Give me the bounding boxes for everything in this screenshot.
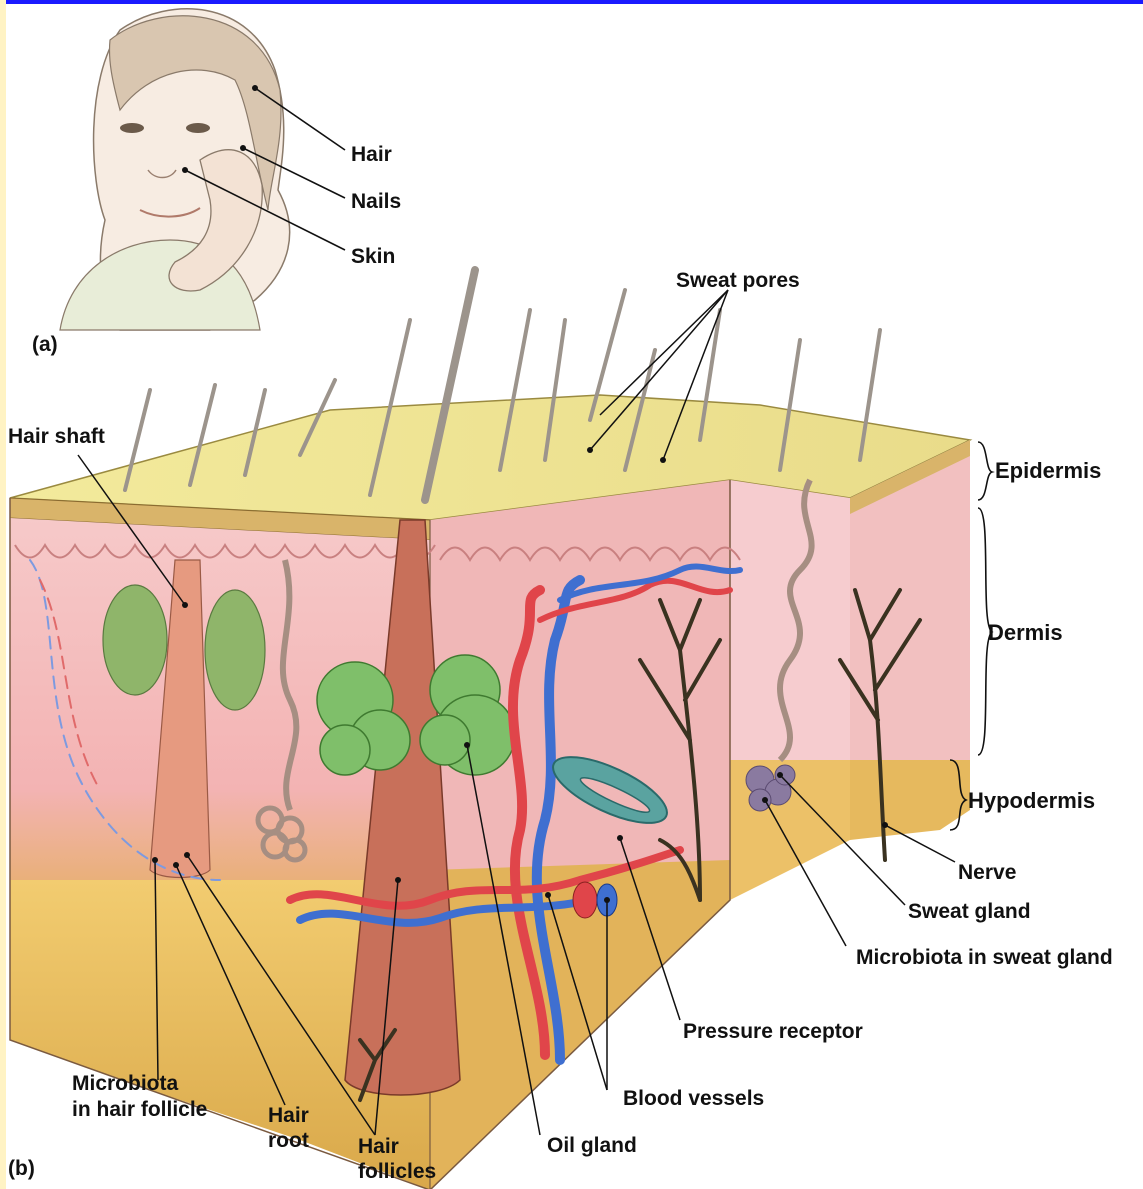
label-hair-shaft: Hair shaft xyxy=(8,424,105,449)
label-microbiota-hair-line1: Microbiota xyxy=(72,1071,178,1096)
label-microbiota-sweat-gland: Microbiota in sweat gland xyxy=(856,945,1113,970)
face-illustration xyxy=(60,9,290,330)
skin-block xyxy=(10,395,970,1189)
label-skin: Skin xyxy=(351,244,395,269)
label-sweat-pores: Sweat pores xyxy=(676,268,800,293)
label-sweat-gland: Sweat gland xyxy=(908,899,1031,924)
label-hypodermis: Hypodermis xyxy=(968,788,1095,813)
label-microbiota-hair-line2: in hair follicle xyxy=(72,1097,207,1122)
label-hair-follicles-line2: follicles xyxy=(358,1159,436,1184)
label-pressure-receptor: Pressure receptor xyxy=(683,1019,863,1044)
label-hair-root-line2: root xyxy=(268,1128,309,1153)
label-hair: Hair xyxy=(351,142,392,167)
label-epidermis: Epidermis xyxy=(995,458,1101,483)
label-hair-follicles-line1: Hair xyxy=(358,1134,399,1159)
label-dermis: Dermis xyxy=(988,620,1063,645)
label-nails: Nails xyxy=(351,189,401,214)
label-hair-root-line1: Hair xyxy=(268,1103,309,1128)
panel-label-b: (b) xyxy=(8,1156,35,1181)
label-blood-vessels: Blood vessels xyxy=(623,1086,764,1111)
panel-label-a: (a) xyxy=(32,332,58,357)
label-nerve: Nerve xyxy=(958,860,1016,885)
label-oil-gland: Oil gland xyxy=(547,1133,637,1158)
